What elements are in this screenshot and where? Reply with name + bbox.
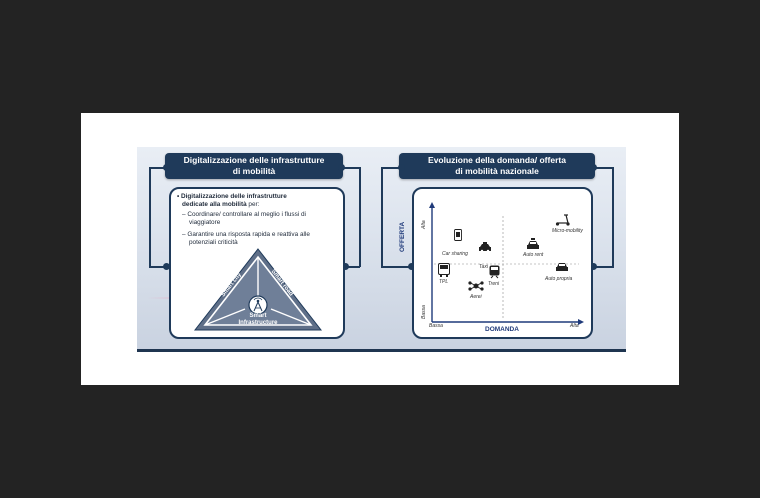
connector-dot — [163, 164, 170, 171]
right-connector — [341, 167, 361, 169]
connector-dot — [342, 263, 349, 270]
label-treni: Treni — [488, 281, 500, 287]
right-connector — [593, 167, 614, 169]
left-connector — [381, 167, 383, 267]
y-low-label: Bassa — [421, 305, 427, 319]
bus-icon — [438, 263, 450, 277]
label-car-sharing: Car sharing — [442, 251, 468, 257]
auto-rent-icon — [527, 238, 539, 249]
right-connector — [593, 266, 614, 268]
right-connector — [359, 167, 361, 267]
x-high-label: Alta — [570, 323, 579, 329]
label-auto-propria: Auto propria — [545, 276, 573, 282]
car-icon — [556, 263, 568, 271]
x-low-label: Bassa — [429, 323, 443, 329]
label-aerei: Aerei — [470, 294, 482, 300]
y-high-label: Alta — [421, 220, 427, 229]
left-connector — [381, 266, 411, 268]
right-connector — [342, 266, 360, 268]
left-heading: • Digitalizzazione delle infrastrutture … — [177, 193, 287, 208]
right-connector — [612, 167, 614, 267]
bullet-item-2: – Garantire una risposta rapida e reatti… — [182, 231, 310, 246]
slide-bottom-bar — [137, 349, 626, 352]
bullet-item-1: – Coordinare/ controllare al meglio i fl… — [182, 211, 306, 226]
left-connector — [149, 266, 169, 268]
label-tpl: TPL — [439, 279, 449, 285]
label-auto-rent: Auto rent — [523, 252, 544, 258]
scooter-icon — [555, 214, 570, 226]
connector-dot — [163, 263, 170, 270]
phone-icon — [454, 229, 462, 241]
demand-supply-axes — [429, 202, 584, 325]
left-connector — [381, 167, 401, 169]
connector-dot — [590, 263, 597, 270]
label-taxi: Taxi — [479, 264, 488, 270]
right-panel-title: Evoluzione della domanda/ offerta di mob… — [399, 153, 595, 179]
infographic-slide: Digitalizzazione delle infrastrutture di… — [137, 147, 626, 352]
left-panel-title: Digitalizzazione delle infrastrutture di… — [165, 153, 343, 179]
label-micro-mobility: Micro-mobility — [552, 228, 583, 234]
connector-dot — [590, 164, 597, 171]
connector-dot — [408, 263, 415, 270]
smart-infrastructure-triangle — [193, 248, 323, 331]
image-card: Digitalizzazione delle infrastrutture di… — [81, 113, 679, 385]
x-axis-label: DOMANDA — [485, 326, 519, 333]
y-axis-label: OFFERTA — [399, 221, 406, 252]
left-connector — [149, 167, 167, 169]
antenna-icon — [253, 297, 263, 312]
connector-dot — [398, 164, 405, 171]
taxi-icon — [479, 242, 491, 253]
left-connector — [149, 167, 151, 267]
train-icon — [489, 265, 500, 279]
connector-dot — [338, 164, 345, 171]
drone-icon — [468, 281, 484, 291]
